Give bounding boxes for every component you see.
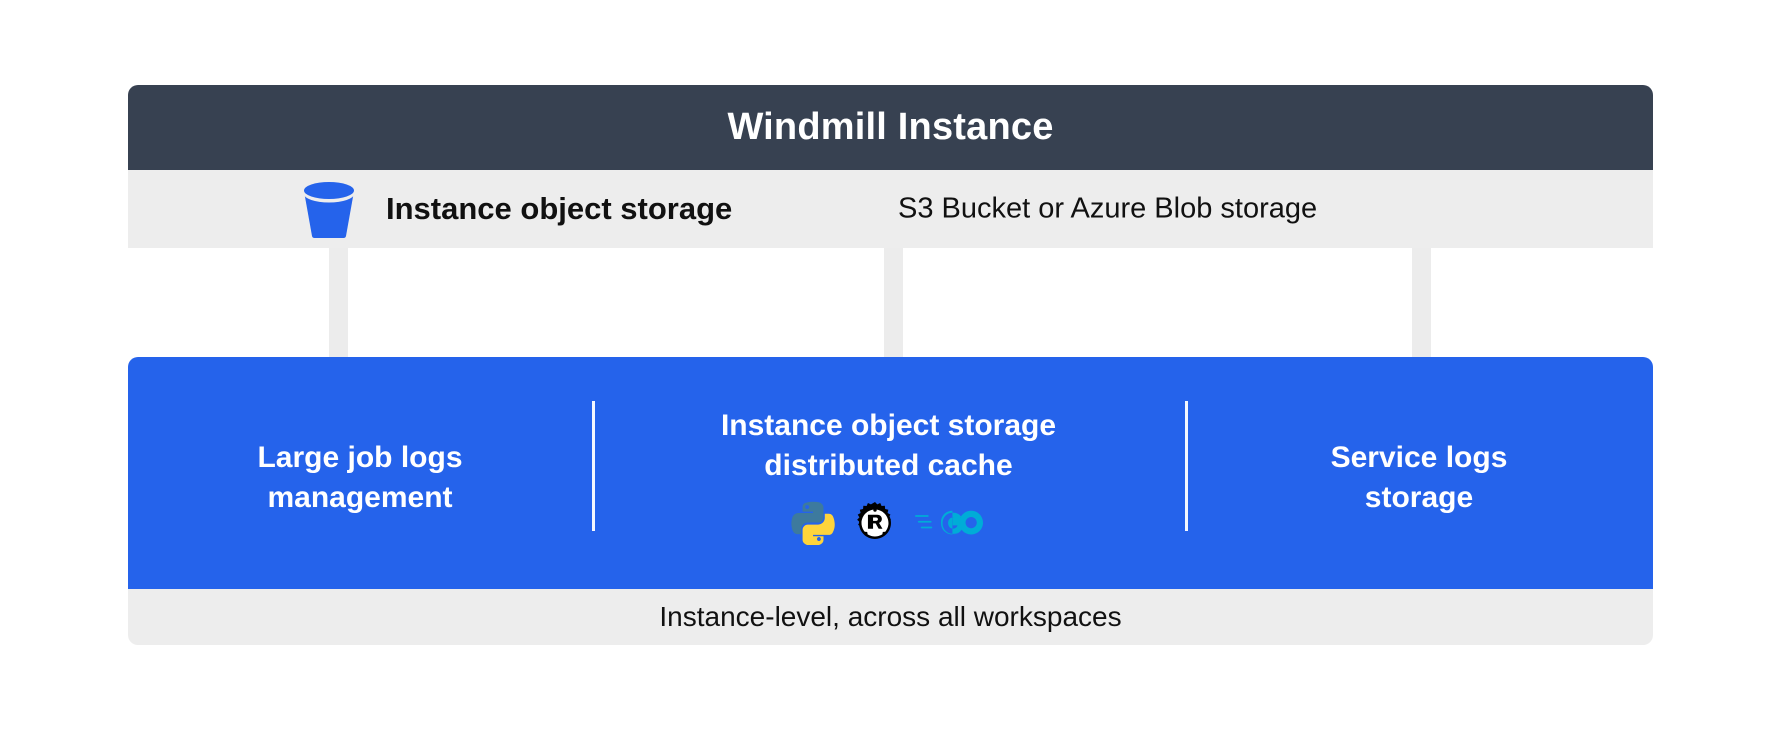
python-icon: [790, 501, 835, 550]
feature-title: Service logs storage: [1330, 441, 1508, 514]
feature-distributed-cache: Instance object storage distributed cach…: [592, 357, 1185, 589]
instance-object-storage-label: Instance object storage: [386, 191, 733, 226]
instance-object-storage-row: Instance object storage S3 Bucket or Azu…: [128, 170, 1653, 248]
scope-label: Instance-level, across all workspaces: [659, 601, 1122, 632]
feature-title: Instance object storage distributed cach…: [720, 409, 1057, 482]
language-icons: [790, 501, 987, 550]
column-divider: [592, 401, 595, 531]
features-panel: Large job logs management Instance objec…: [128, 357, 1653, 589]
feature-large-job-logs: Large job logs management: [128, 357, 592, 589]
instance-header: Windmill Instance: [128, 85, 1653, 170]
page-title: Windmill Instance: [727, 106, 1054, 148]
s3-bucket-icon: [298, 178, 360, 240]
feature-title: Large job logs management: [257, 441, 463, 514]
go-icon: [914, 506, 987, 545]
storage-backend-label: S3 Bucket or Azure Blob storage: [898, 192, 1318, 225]
rust-icon: [853, 501, 897, 550]
column-divider: [1185, 401, 1188, 531]
feature-service-logs: Service logs storage: [1185, 357, 1653, 589]
scope-footer: Instance-level, across all workspaces: [128, 589, 1653, 645]
